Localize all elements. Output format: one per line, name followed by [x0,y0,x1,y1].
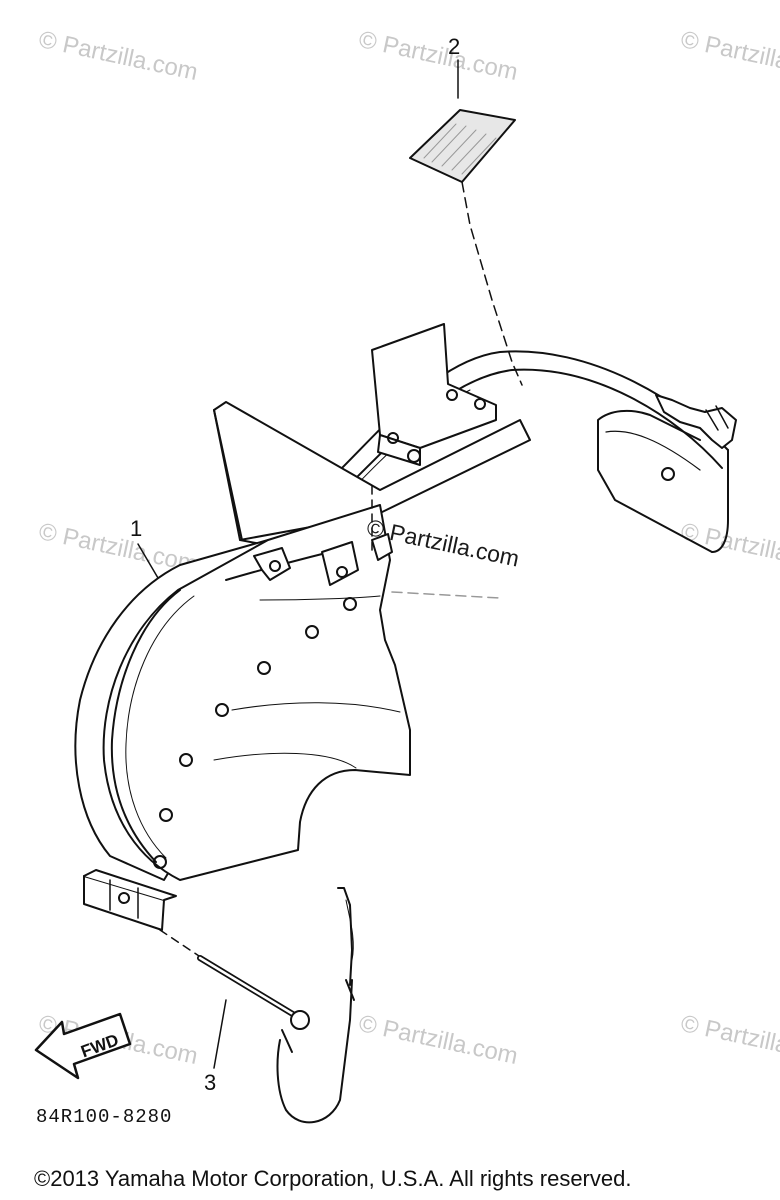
hinge-pin-part [197,955,353,1124]
callout-part-2: 2 [448,34,461,59]
cable-cord [337,887,355,1001]
decal-part [409,59,516,183]
hinge-bracket [83,869,177,931]
catalog-number: 84R100-8280 [36,1106,173,1128]
copyright-notice: ©2013 Yamaha Motor Corporation, U.S.A. A… [34,1166,632,1191]
callout-part-3: 3 [204,1070,217,1095]
callout-part-1: 1 [130,516,143,541]
forward-arrow-icon: FWD [34,1012,132,1080]
front-fender-body [74,504,411,881]
mounting-bracket [371,323,497,466]
